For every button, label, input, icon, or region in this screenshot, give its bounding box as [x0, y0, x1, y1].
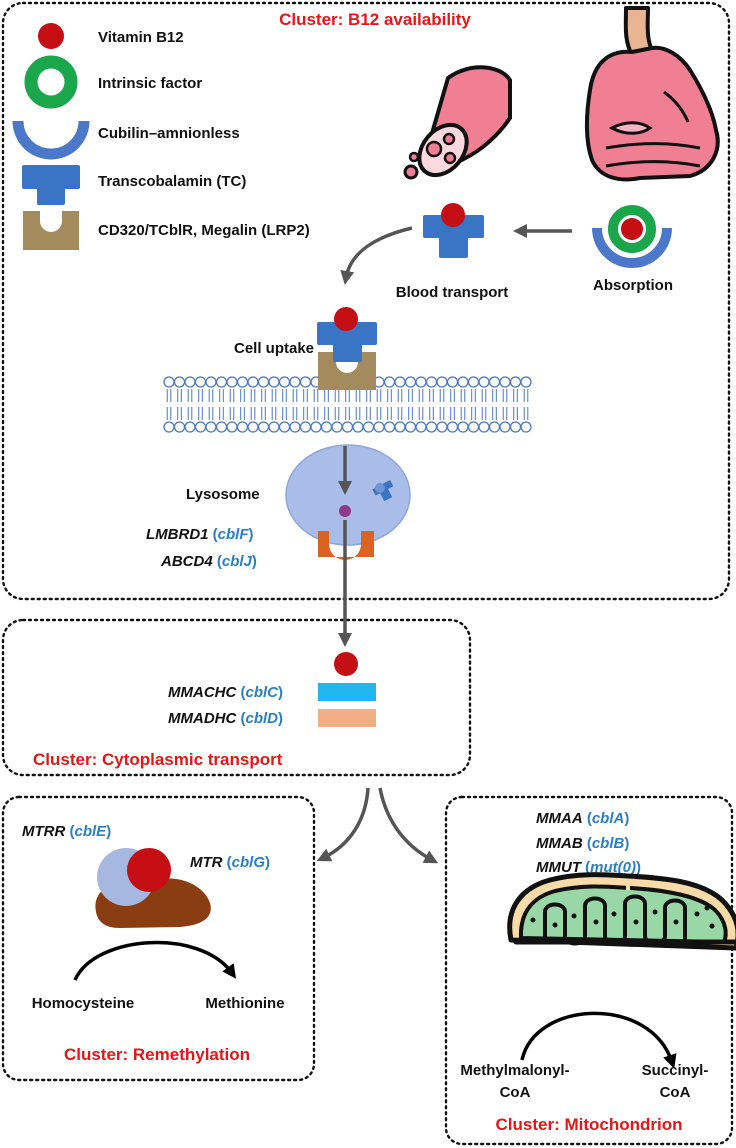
cluster-cytoplasmic-box: [1, 618, 472, 777]
stomach-icon: [584, 6, 720, 182]
blood-transport-label: Blood transport: [396, 284, 509, 301]
legend-label-transcobalamin: Transcobalamin (TC): [98, 173, 246, 190]
released-b12-icon: [339, 505, 351, 517]
gene-mtrr: MTRR (cblE): [22, 823, 111, 840]
cytoplasmic-b12-icon: [334, 652, 358, 676]
methylmalonyl-label-line1: Methylmalonyl-: [460, 1062, 569, 1079]
cell-uptake-label: Cell uptake: [234, 340, 314, 357]
absorption-complex-icon: [592, 205, 672, 268]
gene-mmadhc: MMADHC (cblD): [168, 710, 283, 727]
gene-mmab: MMAB (cblB): [536, 835, 629, 852]
gene-mmachc: MMACHC (cblC): [168, 684, 283, 701]
cd320-receptor-icon: [23, 211, 79, 250]
legend-label-intrinsic-factor: Intrinsic factor: [98, 75, 202, 92]
cluster-remethylation-box: [1, 795, 316, 1082]
gene-mtr: MTR (cblG): [190, 854, 270, 871]
cell-membrane: [163, 376, 532, 433]
homocysteine-label: Homocysteine: [32, 995, 135, 1012]
arrow-to-mitochondrion: [378, 787, 439, 864]
intestine-icon: [403, 65, 512, 180]
methionine-label: Methionine: [205, 995, 284, 1012]
mitochondrion-icon: [507, 872, 736, 951]
succinyl-label-line1: Succinyl-: [642, 1062, 709, 1079]
arrow-to-remethylation: [316, 787, 370, 862]
mitochondrion-reaction-arrow: [520, 1011, 677, 1069]
mmachc-bar: [318, 683, 376, 701]
gene-abcd4: ABCD4 (cblJ): [160, 553, 257, 570]
succinyl-label-line2: CoA: [660, 1084, 691, 1101]
legend-label-b12: Vitamin B12: [98, 29, 184, 46]
cluster-remethylation-title: Cluster: Remethylation: [64, 1045, 250, 1064]
vitamin-b12-icon: [38, 23, 64, 49]
cluster-cytoplasmic-title: Cluster: Cytoplasmic transport: [33, 750, 283, 769]
mtr-enzyme-complex-icon: [95, 848, 211, 928]
gene-mmaa: MMAA (cblA): [536, 810, 629, 827]
remethylation-reaction-arrow: [73, 940, 237, 981]
legend: Vitamin B12 Intrinsic factor Cubilin–amn…: [12, 23, 310, 250]
cell-uptake-receptor-icon: [317, 307, 377, 390]
cluster-mitochondrion-title: Cluster: Mitochondrion: [496, 1115, 683, 1134]
gene-lmbrd1: LMBRD1 (cblF): [146, 526, 254, 543]
legend-label-cd320: CD320/TCblR, Megalin (LRP2): [98, 222, 310, 239]
legend-label-cubilin: Cubilin–amnionless: [98, 125, 240, 142]
cluster-availability-title: Cluster: B12 availability: [279, 10, 471, 29]
mmadhc-bar: [318, 709, 376, 727]
lysosomal-transporter-icon: [318, 531, 374, 560]
lysosome-label: Lysosome: [186, 486, 260, 503]
arrow-blood-to-cell: [340, 226, 413, 285]
lysosome-icon: [285, 444, 411, 546]
transcobalamin-icon: [22, 165, 80, 205]
cluster-availability-box: [1, 1, 731, 601]
cluster-mitochondrion-box: [444, 795, 734, 1146]
absorption-label: Absorption: [593, 277, 673, 294]
blood-transport-tc-icon: [423, 203, 484, 258]
intrinsic-factor-icon: [24, 55, 78, 109]
methylmalonyl-label-line2: CoA: [500, 1084, 531, 1101]
gene-mmut: MMUT (mut(0)): [536, 859, 641, 876]
cubilin-icon: [12, 120, 90, 160]
degraded-tc-icon: [372, 480, 394, 502]
